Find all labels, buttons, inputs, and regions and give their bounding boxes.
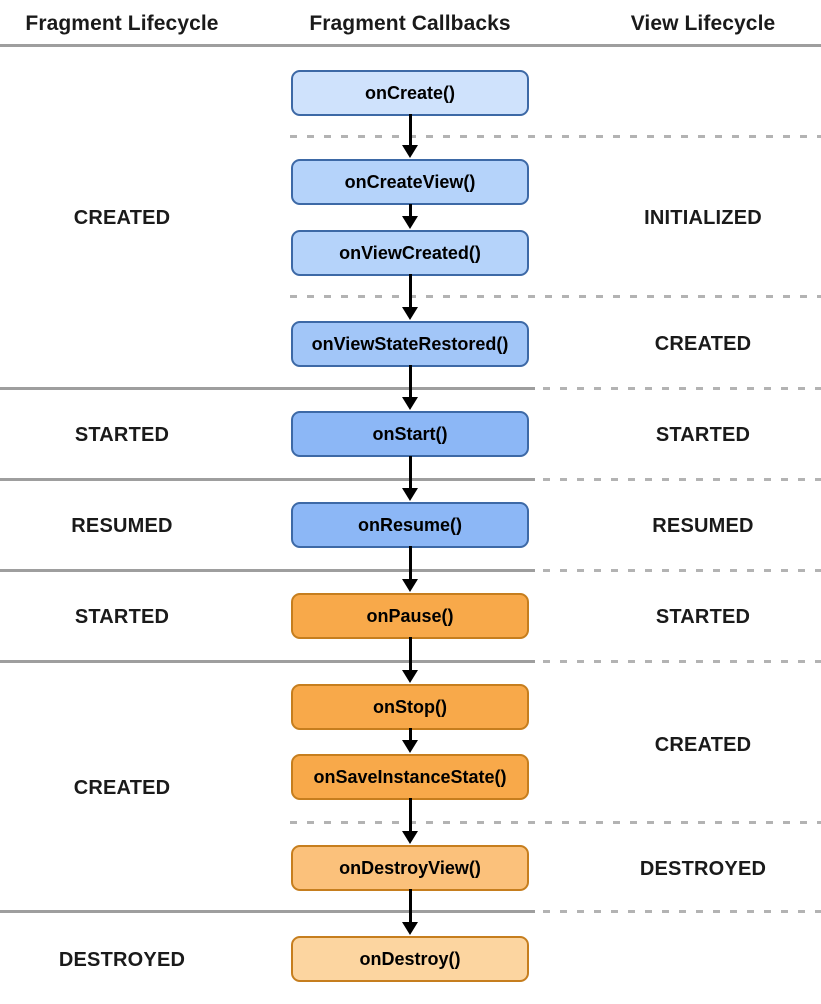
header-fragment-lifecycle: Fragment Lifecycle — [25, 12, 219, 35]
fragment-state-started-2: STARTED — [74, 606, 170, 628]
arrow-shaft — [409, 798, 412, 833]
arrow-head — [402, 145, 418, 158]
view-state-initialized: INITIALIZED — [644, 207, 762, 229]
fragment-state-resumed: RESUMED — [71, 515, 173, 537]
arrow-shaft — [409, 728, 412, 742]
flow-arrow-down-icon — [402, 546, 419, 592]
fragment-state-created-2: CREATED — [73, 777, 171, 799]
arrow-head — [402, 831, 418, 844]
arrow-shaft — [409, 365, 412, 399]
view-state-started-2: STARTED — [655, 606, 751, 628]
view-state-resumed: RESUMED — [652, 515, 754, 537]
flow-arrow-down-icon — [402, 889, 419, 935]
callback-box-onsaveinstancestate: onSaveInstanceState() — [291, 754, 529, 800]
callback-box-oncreate: onCreate() — [291, 70, 529, 116]
arrow-head — [402, 740, 418, 753]
fragment-state-started: STARTED — [74, 424, 170, 446]
fragment-state-created: CREATED — [73, 207, 171, 229]
arrow-shaft — [409, 546, 412, 581]
arrow-head — [402, 670, 418, 683]
fragment-state-destroyed: DESTROYED — [58, 949, 186, 971]
callback-box-oncreateview: onCreateView() — [291, 159, 529, 205]
header-fragment-callbacks: Fragment Callbacks — [309, 12, 511, 35]
arrow-shaft — [409, 637, 412, 672]
arrow-head — [402, 397, 418, 410]
view-state-created-2: CREATED — [654, 734, 752, 756]
header-view-lifecycle: View Lifecycle — [630, 12, 776, 35]
flow-arrow-down-icon — [402, 114, 419, 158]
section-divider-solid — [0, 910, 535, 913]
flow-arrow-down-icon — [402, 365, 419, 410]
view-state-started: STARTED — [655, 424, 751, 446]
section-divider-solid — [0, 387, 535, 390]
view-divider-dashed — [290, 135, 821, 138]
callback-box-ondestroyview: onDestroyView() — [291, 845, 529, 891]
view-divider-dashed — [290, 821, 821, 824]
arrow-shaft — [409, 114, 412, 147]
flow-arrow-down-icon — [402, 637, 419, 683]
section-divider-dashed — [543, 910, 821, 913]
callback-box-ondestroy: onDestroy() — [291, 936, 529, 982]
view-state-destroyed: DESTROYED — [639, 858, 767, 880]
arrow-head — [402, 307, 418, 320]
section-divider-dashed — [543, 478, 821, 481]
callback-box-onpause: onPause() — [291, 593, 529, 639]
section-divider-solid — [0, 660, 535, 663]
flow-arrow-down-icon — [402, 798, 419, 844]
callback-box-onstart: onStart() — [291, 411, 529, 457]
flow-arrow-down-icon — [402, 456, 419, 501]
callback-box-onviewstaterestored: onViewStateRestored() — [291, 321, 529, 367]
arrow-head — [402, 922, 418, 935]
callback-box-onviewcreated: onViewCreated() — [291, 230, 529, 276]
view-state-created: CREATED — [654, 333, 752, 355]
flow-arrow-down-icon — [402, 204, 419, 229]
header-divider-line — [0, 44, 821, 47]
arrow-shaft — [409, 889, 412, 924]
section-divider-dashed — [543, 569, 821, 572]
section-divider-dashed — [543, 660, 821, 663]
flow-arrow-down-icon — [402, 728, 419, 753]
arrow-head — [402, 216, 418, 229]
arrow-shaft — [409, 456, 412, 490]
flow-arrow-down-icon — [402, 274, 419, 320]
arrow-shaft — [409, 204, 412, 218]
section-divider-solid — [0, 569, 535, 572]
arrow-shaft — [409, 274, 412, 309]
section-divider-solid — [0, 478, 535, 481]
arrow-head — [402, 488, 418, 501]
view-divider-dashed — [290, 295, 821, 298]
section-divider-dashed — [543, 387, 821, 390]
arrow-head — [402, 579, 418, 592]
callback-box-onresume: onResume() — [291, 502, 529, 548]
callback-box-onstop: onStop() — [291, 684, 529, 730]
